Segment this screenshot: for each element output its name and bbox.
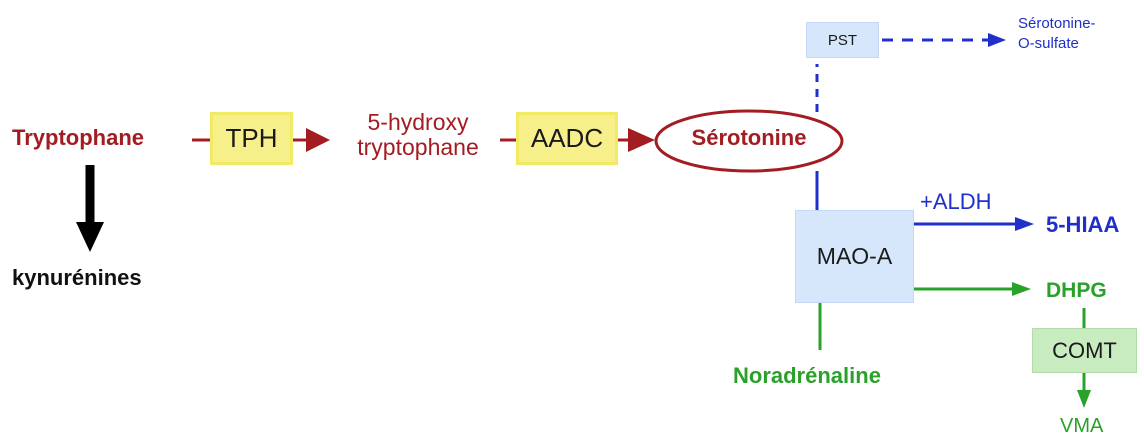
serotonine-ellipse	[654, 109, 844, 173]
arrowhead-vma	[1077, 390, 1091, 408]
enzyme-aadc-label: AADC	[530, 123, 604, 153]
node-serotonine-o-sulfate: Sérotonine- O-sulfate	[1018, 14, 1096, 55]
node-tryptophane: Tryptophane	[12, 125, 145, 150]
arrowhead-dhpg	[1012, 282, 1031, 296]
enzyme-aadc-box: AADC	[516, 112, 618, 165]
node-dhpg: DHPG	[1046, 279, 1107, 302]
node-5-hydroxy-line1: 5-hydroxy	[367, 109, 469, 135]
node-5-hydroxy-tryptophane: 5-hydroxy tryptophane	[343, 109, 493, 161]
enzyme-comt-label: COMT	[1052, 337, 1117, 363]
enzyme-comt-box: COMT	[1032, 328, 1137, 373]
node-5-hydroxy-line2: tryptophane	[357, 134, 479, 161]
node-5-hiaa: 5-HIAA	[1046, 212, 1120, 237]
node-noradrenaline: Noradrénaline	[733, 363, 881, 388]
node-sulfate-line1: Sérotonine-	[1018, 15, 1096, 32]
node-sulfate-line2: O-sulfate	[1018, 35, 1079, 53]
arrowhead-hiaa	[1015, 217, 1034, 231]
enzyme-tph-label: TPH	[225, 123, 278, 153]
arrowhead-sulfate	[988, 33, 1006, 47]
enzyme-pst-box: PST	[806, 22, 879, 58]
enzyme-pst-label: PST	[827, 31, 858, 49]
arrowhead-tph-hydroxy	[306, 128, 330, 152]
node-kynurenines: kynurénines	[12, 265, 142, 290]
arrowhead-aadc-serotonine	[628, 128, 655, 152]
cofactor-aldh: +ALDH	[920, 189, 992, 214]
enzyme-tph-box: TPH	[210, 112, 293, 165]
node-vma: VMA	[1060, 415, 1104, 437]
enzyme-maoa-label: MAO-A	[816, 243, 893, 269]
node-serotonine: Sérotonine	[691, 125, 807, 150]
enzyme-maoa-box: MAO-A	[795, 210, 914, 303]
arrowhead-kynurenines	[76, 222, 104, 252]
